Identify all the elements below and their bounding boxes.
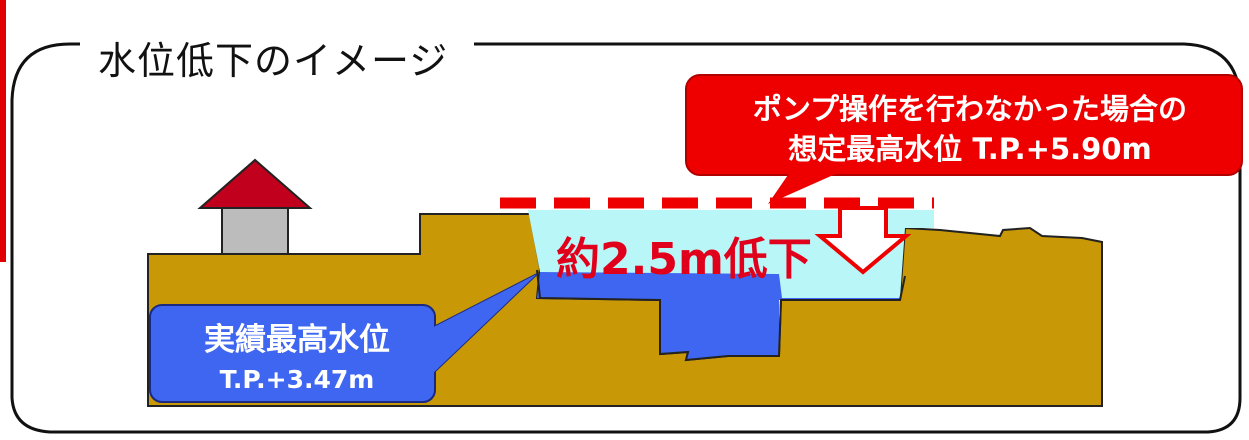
callout-red-line2: 想定最高水位 T.P.+5.90m (788, 132, 1152, 166)
callout-red (685, 74, 1243, 204)
callout-red-line1: ポンプ操作を行わなかった場合の (752, 92, 1188, 126)
red-accent-bar (0, 0, 6, 262)
callout-blue (149, 273, 538, 403)
callout-blue-line1: 実績最高水位 (204, 322, 390, 358)
house-icon (197, 158, 313, 255)
callout-blue-line2: T.P.+3.47m (219, 365, 375, 394)
water-drop-label: 約2.5m低下 (556, 234, 812, 285)
actual-water (537, 272, 900, 360)
diagram-title: 水位低下のイメージ (98, 39, 449, 83)
down-arrow-icon (814, 206, 912, 275)
channel-outline (536, 269, 906, 362)
assumed-water (528, 210, 934, 298)
frame-border (10, 42, 1242, 434)
